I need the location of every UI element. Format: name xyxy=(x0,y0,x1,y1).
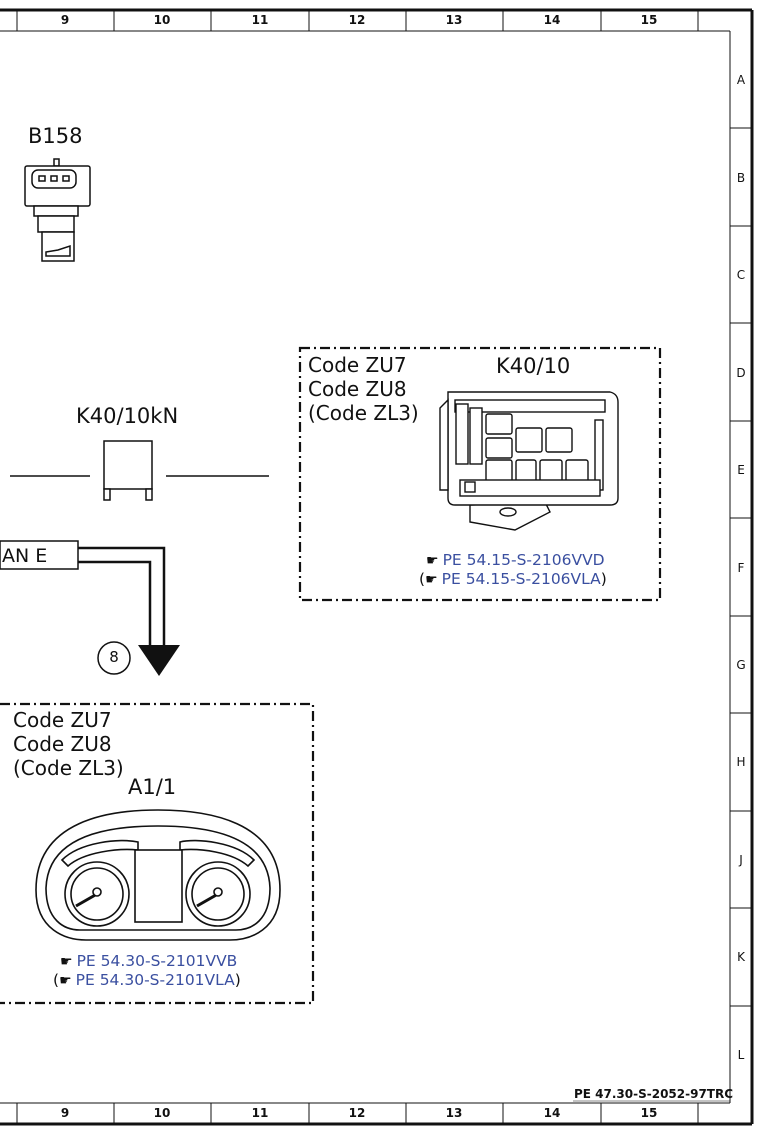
grid-column-label: 14 xyxy=(543,13,561,27)
option-code: (Code ZL3) xyxy=(308,401,419,425)
document-reference-link[interactable]: ☛PE 54.15-S-2106VVD xyxy=(426,551,605,569)
grid-row-label: K xyxy=(737,950,745,964)
option-code: (Code ZL3) xyxy=(13,756,124,780)
component-label-k40-10kn: K40/10kN xyxy=(76,404,179,428)
grid-row-label: F xyxy=(737,561,745,575)
k40-10-code-box xyxy=(298,346,662,602)
component-label-b158: B158 xyxy=(28,124,83,148)
document-reference-link[interactable]: ☛PE 54.30-S-2101VVB xyxy=(60,952,238,970)
grid-row-label: B xyxy=(736,171,746,185)
grid-row-label: C xyxy=(736,268,746,282)
sheet-reference: PE 47.30-S-2052-97TRC xyxy=(574,1087,734,1101)
instrument-cluster-symbol xyxy=(35,809,281,941)
grid-row-label: G xyxy=(736,658,746,672)
component-label-k40-10: K40/10 xyxy=(496,354,571,378)
document-reference-link[interactable]: (☛PE 54.30-S-2101VLA) xyxy=(53,971,241,989)
grid-row-label: H xyxy=(736,755,746,769)
grid-column-label: 9 xyxy=(60,13,70,27)
option-code: Code ZU7 xyxy=(13,708,112,732)
grid-column-label: 13 xyxy=(445,1106,463,1120)
pointing-hand-icon: ☛ xyxy=(59,973,72,989)
option-code: Code ZU8 xyxy=(308,377,407,401)
k40-10-module-symbol xyxy=(439,391,619,531)
option-code: Code ZU7 xyxy=(308,353,407,377)
grid-column-label: 15 xyxy=(640,1106,658,1120)
grid-column-label: 12 xyxy=(348,1106,366,1120)
grid-column-label: 11 xyxy=(251,1106,269,1120)
b158-sensor-symbol xyxy=(24,158,91,262)
grid-column-label: 10 xyxy=(153,13,171,27)
k40-10kn-relay-symbol xyxy=(10,440,269,501)
pointing-hand-icon: ☛ xyxy=(425,572,438,588)
grid-row-label: J xyxy=(739,853,743,867)
grid-column-label: 9 xyxy=(60,1106,70,1120)
grid-column-label: 12 xyxy=(348,13,366,27)
document-reference-link[interactable]: (☛PE 54.15-S-2106VLA) xyxy=(419,570,607,588)
grid-row-label: D xyxy=(736,366,746,380)
grid-column-label: 14 xyxy=(543,1106,561,1120)
pointing-hand-icon: ☛ xyxy=(426,553,439,569)
arrow-down-icon xyxy=(138,645,180,676)
option-code: Code ZU8 xyxy=(13,732,112,756)
component-label-a1-1: A1/1 xyxy=(128,775,177,799)
grid-column-label: 11 xyxy=(251,13,269,27)
pointing-hand-icon: ☛ xyxy=(60,954,73,970)
bus-label: AN E xyxy=(2,545,48,567)
grid-column-label: 15 xyxy=(640,13,658,27)
grid-row-label: E xyxy=(737,463,745,477)
grid-row-label: A xyxy=(736,73,746,87)
connection-marker: 8 xyxy=(109,648,119,666)
grid-column-label: 10 xyxy=(153,1106,171,1120)
a1-1-code-box xyxy=(0,702,315,1005)
bus-lines xyxy=(0,540,166,648)
grid-column-label: 13 xyxy=(445,13,463,27)
grid-row-label: L xyxy=(737,1048,745,1062)
